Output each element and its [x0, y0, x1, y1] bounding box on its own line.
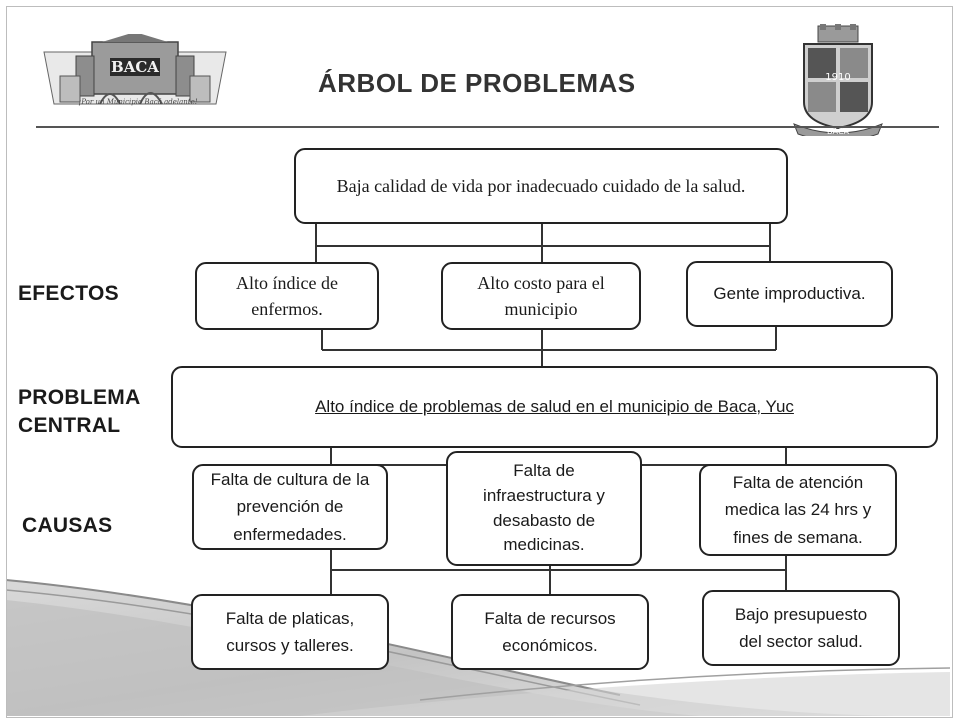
label-causas: CAUSAS [22, 514, 113, 537]
root-cause-text-3: Bajo presupuesto del sector salud. [734, 604, 868, 651]
coat-of-arms-logo: 1910 BACA [793, 24, 883, 136]
baca-municipality-logo: BACA [43, 34, 227, 105]
top-effect-box: Baja calidad de vida por inadecuado cuid… [294, 148, 788, 224]
effect-box-3: Gente improductiva. [686, 261, 893, 327]
page-title: ÁRBOL DE PROBLEMAS [318, 68, 636, 98]
root-cause-text-2: Falta de recursos económicos. [484, 608, 616, 655]
effect-text-3: Gente improductiva. [713, 283, 866, 303]
slide-frame [6, 6, 953, 718]
effect-box-2: Alto costo para el municipio [441, 262, 641, 330]
central-problem-box: Alto índice de problemas de salud en el … [171, 366, 938, 448]
coat-year-text: 1910 [825, 72, 850, 83]
cause-box-1: Falta de cultura de la prevención de enf… [192, 464, 388, 550]
label-problema: PROBLEMA [18, 386, 141, 409]
cause-text-1: Falta de cultura de la prevención de enf… [210, 470, 370, 544]
central-problem-text: Alto índice de problemas de salud en el … [315, 396, 794, 416]
header-divider [36, 126, 939, 128]
logo-baca-text: BACA [111, 58, 159, 76]
logo-tagline: ¡Por un Municipio Bacá adelante! [78, 98, 198, 106]
root-cause-box-3: Bajo presupuesto del sector salud. [702, 590, 900, 666]
root-cause-box-2: Falta de recursos económicos. [451, 594, 649, 670]
top-effect-text: Baja calidad de vida por inadecuado cuid… [336, 175, 746, 196]
cause-text-3: Falta de atención medica las 24 hrs y fi… [724, 473, 872, 547]
label-efectos: EFECTOS [18, 282, 119, 305]
effect-text-1: Alto índice de enfermos. [236, 272, 338, 319]
effect-text-2: Alto costo para el municipio [477, 272, 605, 319]
root-cause-text-1: Falta de platicas, cursos y talleres. [225, 608, 355, 655]
effect-box-1: Alto índice de enfermos. [195, 262, 379, 330]
cause-text-2: Falta de infraestructura y desabasto de … [483, 461, 605, 555]
label-central: CENTRAL [18, 414, 121, 437]
cause-box-3: Falta de atención medica las 24 hrs y fi… [699, 464, 897, 556]
cause-box-2: Falta de infraestructura y desabasto de … [446, 451, 642, 566]
root-cause-box-1: Falta de platicas, cursos y talleres. [191, 594, 389, 670]
coat-baca-text: BACA [827, 127, 849, 136]
